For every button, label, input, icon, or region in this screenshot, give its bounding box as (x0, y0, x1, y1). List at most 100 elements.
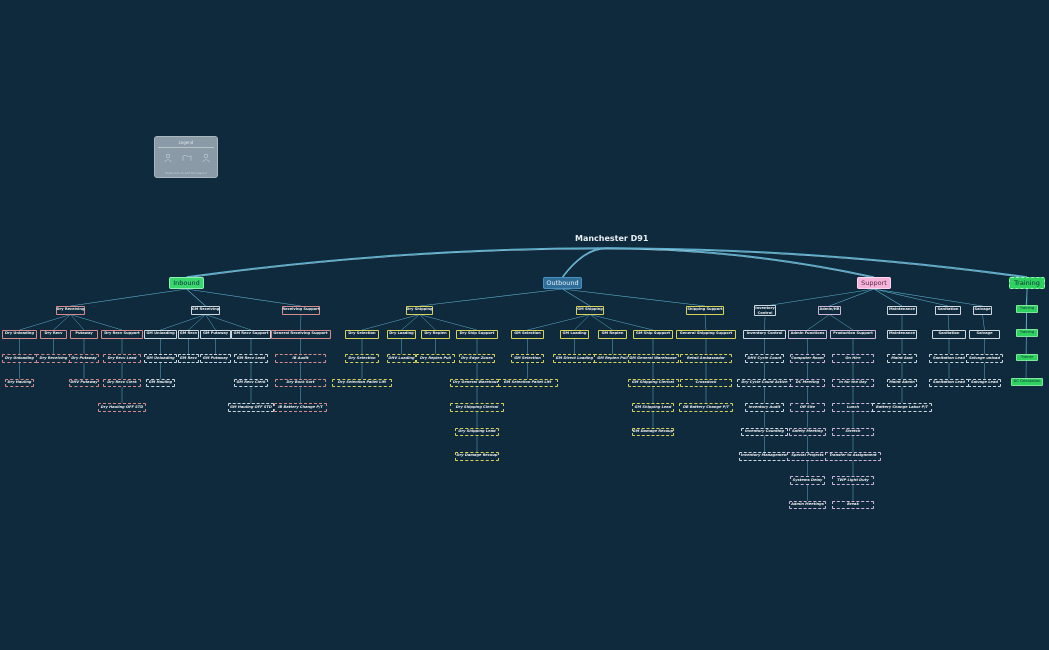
group-gm-shipping[interactable]: GM Shipping (576, 306, 604, 315)
topic-gm-general-warehouse[interactable]: GM General Warehouse (627, 354, 679, 363)
topic-inventory-audit[interactable]: Inventory Audit (744, 403, 785, 412)
topic-dry-shipping-clerical[interactable]: Dry Shipping Clerical (450, 403, 504, 412)
topic-gm-damage-recoup[interactable]: GM Damage Recoup (632, 427, 674, 437)
topic-dry-bock-sort[interactable]: Dry Bock Sort (275, 378, 326, 388)
branch-training[interactable]: Training (1009, 277, 1045, 289)
topic-gm-selection[interactable]: GM Selection (511, 330, 544, 339)
branch-outbound[interactable]: Outbound (543, 277, 582, 289)
topic-dry-selection[interactable]: Dry Selection (344, 354, 380, 363)
topic-gm-shipping-clerical[interactable]: GM Shipping Clerical (627, 378, 679, 388)
topic-dry-edge-zones[interactable]: Dry Edge Zones (458, 354, 496, 363)
topic-inventory-control[interactable]: Inventory Control (742, 330, 787, 339)
topic-gm-recv[interactable]: GM Recv (178, 354, 199, 363)
branch-inbound[interactable]: Inbound (169, 277, 204, 289)
topic-dry-recv-support[interactable]: Dry Recv Support (101, 330, 143, 339)
topic-dry-loading[interactable]: Dry Loading (386, 330, 417, 339)
topic-crossdock[interactable]: Crossdock (680, 378, 732, 388)
topic-gm-loading[interactable]: GM Loading (560, 330, 589, 339)
topic-general-receiving-support[interactable]: General Receiving Support (270, 330, 331, 339)
topic-special-projects[interactable]: Special Projects (786, 452, 829, 461)
topic-gm-unloading[interactable]: GM Unloading (144, 330, 177, 339)
topic-dhv-putaway[interactable]: DHV Putaway (69, 378, 99, 388)
topic-dry-receiving[interactable]: Dry Receiving (36, 354, 71, 363)
group-inventory-control[interactable]: Inventory Control (754, 305, 776, 316)
topic-dry-selection[interactable]: Dry Selection (344, 330, 380, 339)
training-item-dc-orientation[interactable]: DC Orientation (1011, 378, 1043, 386)
topic-production-support[interactable]: Production Support (829, 330, 877, 339)
topic-sanitation[interactable]: Sanitation (932, 330, 966, 339)
topic-safety-meeting[interactable]: Safety Meeting (789, 427, 826, 437)
branch-support[interactable]: Support (857, 277, 891, 289)
topic-gm-recv-clerk[interactable]: GM Recv Clerk (233, 378, 269, 388)
legend-panel[interactable]: Legend Right-click to edit the Legend (154, 136, 218, 178)
topic-gm-recv-lead[interactable]: GM Recv Lead (234, 354, 268, 363)
topic-sanitation-lead[interactable]: Sanitation Lead (929, 378, 969, 388)
topic-gm-putaway[interactable]: GM Putaway (200, 330, 231, 339)
topic-lunch[interactable]: Lunch (832, 403, 874, 412)
topic-salvage[interactable]: Salvage (969, 330, 1000, 339)
topic-sanitation-lead[interactable]: Sanitation Lead (929, 354, 969, 363)
topic-gm-replen[interactable]: GM Replen (598, 330, 627, 339)
topic-dry-replen[interactable]: Dry Replen (421, 330, 450, 339)
topic-ib-audit[interactable]: IB Audit (275, 354, 326, 363)
topic-gm-hauling[interactable]: GM Hauling (146, 378, 175, 388)
topic-gm-unloading[interactable]: GM Unloading (144, 354, 177, 363)
topic-dry-damage-recoup[interactable]: Dry Damage Recoup (455, 452, 499, 461)
topic-maint-asst[interactable]: Maint Asst (887, 354, 917, 363)
topic-on-hire[interactable]: On Hire (832, 354, 874, 363)
topic-retail-ambassador[interactable]: Retail Ambassador (680, 354, 732, 363)
topic-gm-recv[interactable]: GM Recv (178, 330, 199, 339)
root-topic[interactable]: Manchester D91 (575, 234, 649, 243)
training-item-training[interactable]: Training (1016, 305, 1038, 313)
topic-dry-ship-support[interactable]: Dry Ship Support (456, 330, 498, 339)
group-gm-receiving[interactable]: GM Receiving (191, 306, 220, 315)
topic-dry-replen-pull[interactable]: Dry Replen Pull (415, 354, 456, 363)
topic-dry-general-warehouse[interactable]: Dry General Warehouse (450, 378, 504, 388)
topic-gm-replen-pull[interactable]: GM Replen Pull (594, 354, 631, 363)
group-dry-receiving[interactable]: Dry Receiving (56, 306, 85, 315)
topic-dry-hauling[interactable]: Dry Hauling (4, 378, 35, 388)
topic-battery-change-labor-p-t[interactable]: Battery Change Labor P/T (872, 403, 932, 412)
topic-general-shipping-support[interactable]: General Shipping Support (676, 330, 736, 339)
topic-admin-functions[interactable]: Admin Functions (787, 330, 828, 339)
group-dry-shipping[interactable]: Dry Shipping (406, 306, 433, 315)
topic-gm-selection[interactable]: GM Selection (511, 354, 544, 363)
topic-dry-hauling-off-std[interactable]: Dry Hauling OFF STD (97, 403, 147, 412)
topic-in-for-the-day[interactable]: In for the Day (832, 378, 874, 388)
topic-dry-unloading[interactable]: Dry Unloading (2, 354, 37, 363)
topic-transfer-to-assignment[interactable]: Transfer to Assignment (825, 452, 881, 461)
topic-dry-recv-clerk[interactable]: Dry Recv Clerk (103, 378, 141, 388)
topic-computer-room[interactable]: Computer Room (790, 354, 825, 363)
topic-putaway[interactable]: Putaway (70, 330, 98, 339)
topic-gm-putaway[interactable]: GM Putaway (200, 354, 231, 363)
topic-dry-cycle-count-active[interactable]: Dry Cycle Count Active (736, 378, 793, 388)
group-shipping-support[interactable]: Shipping Support (686, 306, 724, 315)
topic-dry-putaway[interactable]: Dry Putaway (69, 354, 99, 363)
topic-systems-delay[interactable]: Systems Delay (790, 476, 825, 485)
topic-maintenance[interactable]: Maintenance (887, 330, 917, 339)
topic-maint-admin[interactable]: Maint Admin (887, 378, 917, 388)
topic-dry-shipping-lead[interactable]: Dry Shipping Lead (455, 427, 499, 437)
topic-dry-selection-pallet-lift[interactable]: Dry Selection Pallet Lift (332, 378, 392, 388)
group-maintenance[interactable]: Maintenance (887, 306, 917, 315)
topic-gm-ship-support[interactable]: GM Ship Support (633, 330, 673, 339)
training-item-trainer[interactable]: Trainer (1016, 353, 1038, 362)
topic-dc-meeting[interactable]: DC Meeting (790, 378, 825, 388)
topic-ob-battery-change-p-t[interactable]: OB Battery Change P/T (679, 403, 733, 412)
topic-dhv-loading[interactable]: DHV Loading (386, 354, 417, 363)
topic-gm-direct-loading[interactable]: GM Direct Loading (552, 354, 597, 363)
topic-off-site[interactable]: Off Site (790, 403, 825, 412)
group-salvage[interactable]: Salvage (973, 306, 992, 315)
topic-ib-battery-change-p-t[interactable]: IB Battery Change P/T (273, 403, 328, 412)
topic-dry-unloading[interactable]: Dry Unloading (2, 330, 37, 339)
topic-admin-meetings[interactable]: Admin Meetings (789, 500, 826, 510)
topic-gm-shipping-lead[interactable]: GM Shipping Lead (632, 403, 674, 412)
topic-dry-recv[interactable]: Dry Recv (40, 330, 67, 339)
topic-salvage-unload[interactable]: Salvage unload (966, 354, 1003, 363)
topic-gm-hauling-off-std[interactable]: GM Hauling OFF STD (227, 403, 275, 412)
group-receiving-support[interactable]: Receiving Support (282, 306, 320, 315)
training-item-training[interactable]: Training (1016, 329, 1038, 337)
group-sanitation[interactable]: Sanitation (935, 306, 961, 315)
topic-gm-selection-pallet-lift[interactable]: GM Selection Pallet Lift (497, 378, 558, 388)
